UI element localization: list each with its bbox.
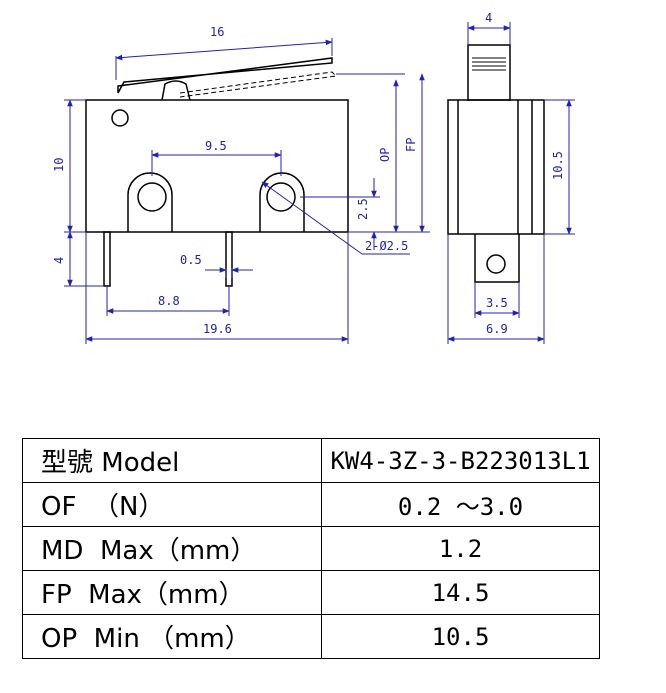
dim-actuator-width: 4 <box>485 11 492 25</box>
lever-rest-position <box>179 71 338 98</box>
end-view: 4 10.5 3.5 6.9 <box>447 11 575 344</box>
dim-body-length: 19.6 <box>203 322 232 336</box>
label-fp: FP <box>404 138 418 152</box>
dim-end-body-height: 10.5 <box>551 151 565 180</box>
spec-label: OP Min （mm） <box>22 614 322 659</box>
dim-terminal-spacing: 8.8 <box>158 294 180 308</box>
spec-label: OF （N） <box>22 482 322 527</box>
table-row: OP Min （mm） 10.5 <box>22 614 600 659</box>
spec-value: KW4-3Z-3-B223013L1 <box>321 438 600 483</box>
actuator <box>467 44 511 101</box>
dim-body-height: 10 <box>52 158 66 172</box>
spec-label: 型號 Model <box>22 438 322 483</box>
mounting-hole-left <box>137 182 167 212</box>
terminal-left <box>103 231 111 287</box>
corner-mark-hole <box>111 109 129 127</box>
plunger <box>161 80 191 101</box>
spec-value: 1.2 <box>321 526 600 571</box>
dim-hole-spacing: 9.5 <box>205 139 227 153</box>
spec-label: MD Max（mm） <box>22 526 322 571</box>
table-row: MD Max（mm） 1.2 <box>22 526 600 571</box>
hole-callout: 2-Ø2.5 <box>365 239 408 253</box>
spec-label: FP Max（mm） <box>22 570 322 615</box>
dim-lever-length: 16 <box>210 25 224 39</box>
dim-hole-offset: 2.5 <box>356 198 370 220</box>
spec-value: 0.2 ～3.0 <box>321 482 600 527</box>
dim-terminal-width: 3.5 <box>486 296 508 310</box>
dim-terminal-thickness: 0.5 <box>180 253 202 267</box>
switch-body <box>85 99 349 233</box>
table-row: OF （N） 0.2 ～3.0 <box>22 482 600 527</box>
dim-end-body-width: 6.9 <box>486 322 508 336</box>
label-op: OP <box>378 148 392 162</box>
spec-value: 10.5 <box>321 614 600 659</box>
dim-terminal-length: 4 <box>52 257 66 264</box>
mounting-boss-right <box>259 172 305 232</box>
mounting-hole-right <box>266 182 296 212</box>
terminal-middle <box>225 231 233 287</box>
end-terminal <box>474 234 520 283</box>
lever-arm <box>117 57 333 94</box>
spec-value: 14.5 <box>321 570 600 615</box>
end-body <box>447 99 545 235</box>
terminal-hole <box>486 254 506 274</box>
table-row: FP Max（mm） 14.5 <box>22 570 600 615</box>
technical-drawing: 16 10 4 9.5 OP FP 2.5 2-Ø2.5 0.5 8.8 19.… <box>52 11 575 344</box>
table-row: 型號 Model KW4-3Z-3-B223013L1 <box>22 438 600 483</box>
side-view: 16 10 4 9.5 OP FP 2.5 2-Ø2.5 0.5 8.8 19.… <box>52 25 430 344</box>
mounting-boss-left <box>127 172 173 232</box>
spec-table: 型號 Model KW4-3Z-3-B223013L1 OF （N） 0.2 ～… <box>22 438 600 659</box>
